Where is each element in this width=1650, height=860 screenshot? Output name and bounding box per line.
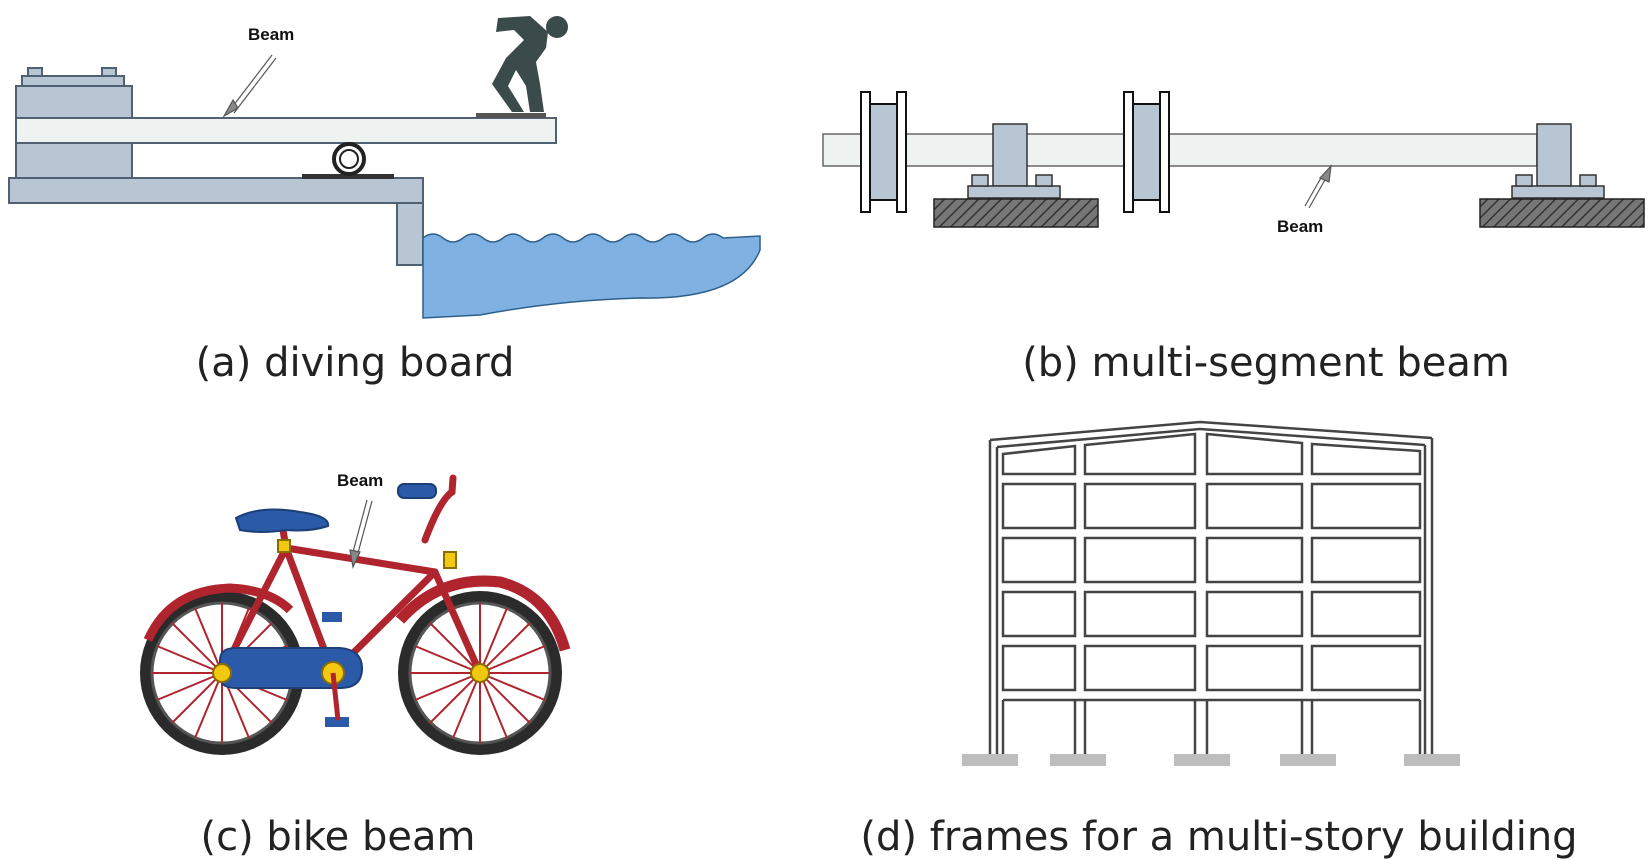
- caption-diving-board: (a) diving board: [195, 340, 515, 386]
- beam-segment-right: [1146, 133, 1538, 167]
- support-post: [396, 202, 424, 266]
- beam-label-a: Beam: [248, 25, 294, 44]
- caption-building-frames: (d) frames for a multi-story building: [860, 814, 1578, 860]
- beam-label-b: Beam: [1277, 217, 1323, 236]
- water: [422, 233, 761, 319]
- beam-label-c: Beam: [337, 471, 383, 490]
- bearing-support-left: [933, 123, 1099, 228]
- clamp-top-plate: [21, 75, 125, 87]
- front-fender: [395, 575, 571, 652]
- bike-seat: [234, 508, 330, 533]
- beam-arrow-c: [349, 499, 373, 569]
- pedal-lower: [325, 717, 349, 727]
- frame-bays: [1001, 432, 1422, 692]
- coupling-left: [860, 91, 907, 213]
- diving-board-diagram: Beam: [8, 16, 761, 319]
- base-platform: [8, 177, 424, 204]
- bearing-support-right: [1479, 123, 1645, 228]
- beam-arrow-b: [1304, 164, 1332, 209]
- fulcrum-base: [302, 174, 394, 179]
- beam-arrow-a: [222, 54, 277, 118]
- coupling-middle: [1123, 91, 1170, 213]
- bolt-right: [101, 67, 117, 77]
- caption-bike-beam: (c) bike beam: [200, 814, 476, 860]
- handlebar-grip: [397, 483, 437, 499]
- bike-diagram: Beam: [140, 471, 571, 755]
- footings: [962, 754, 1460, 766]
- diver-figure: [476, 16, 568, 118]
- caption-multi-segment-beam: (b) multi-segment beam: [1022, 340, 1510, 386]
- rear-fender: [143, 583, 294, 642]
- ground-story-columns: [1001, 698, 1422, 755]
- roof-outline: [989, 420, 1433, 442]
- diving-board-beam: [15, 117, 557, 144]
- pedal-upper: [322, 612, 342, 622]
- multi-segment-beam-diagram: Beam: [822, 91, 1645, 236]
- building-frame-diagram: [962, 420, 1460, 766]
- bolt-left: [27, 67, 43, 77]
- fulcrum-roller: [332, 142, 366, 176]
